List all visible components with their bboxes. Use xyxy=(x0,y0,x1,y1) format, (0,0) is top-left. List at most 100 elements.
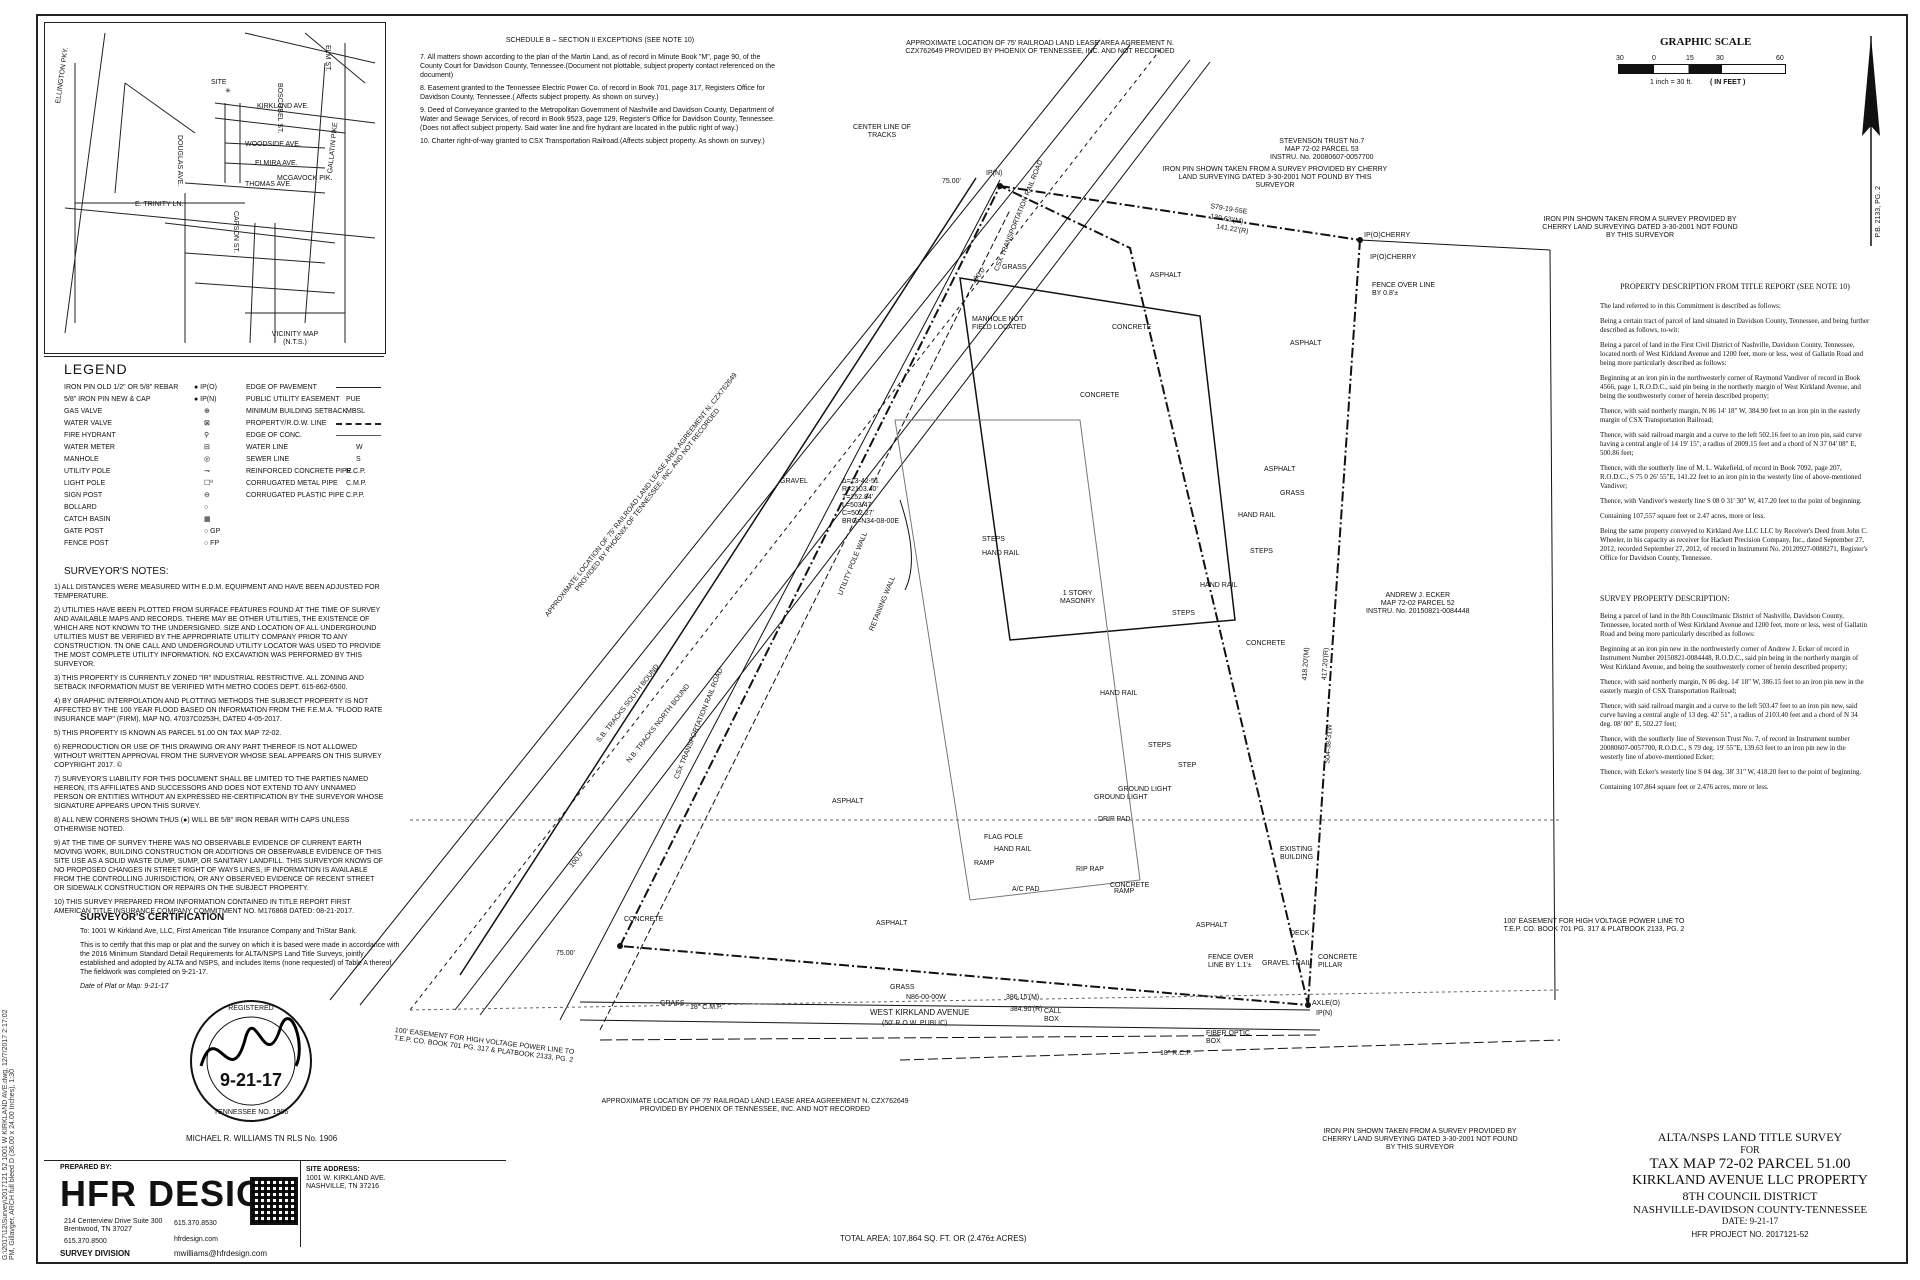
fence-over-south: FENCE OVER LINE BY 1.1'± xyxy=(1208,954,1254,969)
legend-row: PROPERTY/R.O.W. LINE xyxy=(246,419,381,431)
legend: LEGEND IRON PIN OLD 1/2" OR 5/8" REBAR ● … xyxy=(44,356,384,565)
legend-label: WATER METER xyxy=(64,444,115,451)
legend-symbol: R.C.P. xyxy=(346,468,366,475)
easement-line xyxy=(409,989,1561,1011)
curb-line xyxy=(579,1019,1321,1031)
stevenson-trust: STEVENSON TRUST No.7 MAP 72-02 PARCEL 53… xyxy=(1270,138,1374,161)
property-description-para: Being a parcel of land in the First Civi… xyxy=(1600,341,1864,367)
property-description-para: Thence, with the southerly line of M. L.… xyxy=(1600,464,1862,490)
surveyor-notes: SURVEYOR'S NOTES: 1) ALL DISTANCES WERE … xyxy=(54,566,384,921)
legend-symbol: ⊟ xyxy=(204,444,210,451)
area-label: ASPHALT xyxy=(832,798,864,805)
distance-south-measured: 386.15'(M) xyxy=(1006,994,1040,1001)
area-label: ASPHALT xyxy=(1150,272,1182,279)
vicinity-road-label: THOMAS AVE. xyxy=(245,181,292,188)
graphic-scale-title: GRAPHIC SCALE xyxy=(1660,36,1752,48)
area-label: RAMP xyxy=(974,860,995,867)
area-label: HAND RAIL xyxy=(1200,582,1238,589)
curb-line xyxy=(579,1001,1311,1011)
iron-pin-note-bottom: IRON PIN SHOWN TAKEN FROM A SURVEY PROVI… xyxy=(1322,1128,1518,1151)
title-date: DATE: 9-21-17 xyxy=(1721,1216,1779,1226)
legend-label: EDGE OF PAVEMENT xyxy=(246,384,317,391)
legend-row: WATER VALVE⊠ xyxy=(64,419,224,431)
legend-row: CATCH BASIN▦ xyxy=(64,515,224,527)
surveyor-note: 9) AT THE TIME OF SURVEY THERE WAS NO OB… xyxy=(54,840,384,892)
iron-pin-new-label: IP(N) xyxy=(986,170,1003,177)
existing-building: EXISTING BUILDING xyxy=(1280,846,1314,861)
north-arrow: P.B. 2133, PG. 2 xyxy=(1856,36,1886,256)
legend-label: WATER LINE xyxy=(246,444,289,451)
legend-symbol: ○ xyxy=(204,504,209,511)
iron-pin-cherry: IP(O)CHERRY xyxy=(1364,232,1411,239)
title-line: TAX MAP 72-02 PARCEL 51.00 xyxy=(1649,1156,1851,1172)
schedule-b-item: 10. Charter right-of-way granted to CSX … xyxy=(420,138,765,145)
track-line xyxy=(359,44,1131,1006)
vicinity-title: VICINITY MAP xyxy=(271,331,319,338)
legend-symbol: ● IP(O) xyxy=(194,384,217,391)
track-line xyxy=(599,209,1011,1031)
vicinity-road-label: KIRKLAND AVE. xyxy=(257,103,310,110)
surveyor-seal: 9-21-17 REGISTERED TENNESSEE NO. 1906 xyxy=(186,996,316,1126)
iron-pin-new xyxy=(997,183,1003,189)
curve-arc xyxy=(899,499,912,591)
seal-date: 9-21-17 xyxy=(219,1070,283,1090)
legend-symbol: ⊕ xyxy=(204,408,210,415)
building-label: 1 STORY MASONRY xyxy=(1060,590,1096,605)
legend-title: LEGEND xyxy=(64,361,128,377)
surveyor-note: 6) REPRODUCTION OR USE OF THIS DRAWING O… xyxy=(54,744,382,769)
scale-tick: 15 xyxy=(1686,55,1694,62)
boundary-east xyxy=(1307,239,1361,1006)
property-description-para: Thence, with said northerly margin, N 86… xyxy=(1600,407,1861,424)
neighbor-line xyxy=(1359,239,1551,251)
legend-row: MANHOLE◎ xyxy=(64,455,224,467)
prepared-phone-1: 615.370.8500 xyxy=(64,1238,107,1245)
vicinity-road-label: E. TRINITY LN. xyxy=(135,201,184,208)
area-label: RAMP xyxy=(1114,888,1135,895)
legend-label: EDGE OF CONC. xyxy=(246,432,303,439)
prepared-email: mwilliams@hfrdesign.com xyxy=(174,1249,268,1258)
lease-note-top: APPROXIMATE LOCATION OF 75' RAILROAD LAN… xyxy=(905,40,1175,55)
survey-description: SURVEY PROPERTY DESCRIPTION: Being a par… xyxy=(1600,594,1870,798)
legend-symbol: ⊸ xyxy=(204,468,210,475)
legend-symbol: PUE xyxy=(346,396,361,403)
title-line: FOR xyxy=(1740,1145,1760,1156)
schedule-b-item: 9. Deed of Conveyance granted to the Met… xyxy=(420,107,775,132)
legend-symbol: ▦ xyxy=(204,516,211,523)
area-label: HAND RAIL xyxy=(1100,690,1138,697)
survey-description-para: Being a parcel of land in the 8th Counci… xyxy=(1600,612,1867,638)
street-row: (50' R.O.W. PUBLIC) xyxy=(882,1020,948,1027)
certification-to: To: 1001 W Kirkland Ave, LLC, First Amer… xyxy=(80,928,357,935)
property-description-para: Beginning at an iron pin in the northwes… xyxy=(1600,374,1861,400)
qr-code-icon xyxy=(250,1177,298,1225)
pipe-label: 18" C.M.P. xyxy=(690,1004,723,1011)
prepared-by-label: PREPARED BY: xyxy=(60,1164,112,1171)
street-name: WEST KIRKLAND AVENUE xyxy=(870,1008,970,1017)
legend-row: SIGN POST⊖ xyxy=(64,491,224,503)
area-label: GRASS xyxy=(890,984,915,991)
title-project: HFR PROJECT NO. 2017121-52 xyxy=(1691,1230,1809,1239)
legend-row: BOLLARD○ xyxy=(64,503,224,515)
surveyor-note: 7) SURVEYOR'S LIABILITY FOR THIS DOCUMEN… xyxy=(54,776,384,810)
scale-ratio: 1 inch = 30 ft. xyxy=(1650,79,1693,86)
surveyor-note: 10) THIS SURVEY PREPARED FROM INFORMATIO… xyxy=(54,899,355,915)
area-label: STEP xyxy=(1178,762,1197,769)
surveyor-note: 4) BY GRAPHIC INTERPOLATION AND PLOTTING… xyxy=(54,698,383,723)
track-line xyxy=(479,61,1211,1016)
easement-note-right: 100' EASEMENT FOR HIGH VOLTAGE POWER LIN… xyxy=(1503,918,1685,933)
area-label: GRAVEL xyxy=(780,478,808,485)
property-description-title: PROPERTY DESCRIPTION FROM TITLE REPORT (… xyxy=(1620,282,1850,291)
legend-line xyxy=(336,387,381,388)
survey-description-para: Thence, with said northerly margin, N 86… xyxy=(1600,678,1864,695)
curve-data: Δ=13-42-51 R=2103.40' T=252.84' L=503.47… xyxy=(842,478,900,525)
surveyor-notes-title: SURVEYOR'S NOTES: xyxy=(64,566,169,577)
certification-body: This is to certify that this map or plat… xyxy=(80,942,400,976)
scale-unit: ( IN FEET ) xyxy=(1710,79,1746,86)
area-label: ASPHALT xyxy=(1264,466,1296,473)
property-description-para: Thence, with Vandiver's westerly line S … xyxy=(1600,497,1862,505)
surveyor-note: 2) UTILITIES HAVE BEEN PLOTTED FROM SURF… xyxy=(54,607,381,668)
legend-label: IRON PIN OLD 1/2" OR 5/8" REBAR xyxy=(64,384,179,391)
